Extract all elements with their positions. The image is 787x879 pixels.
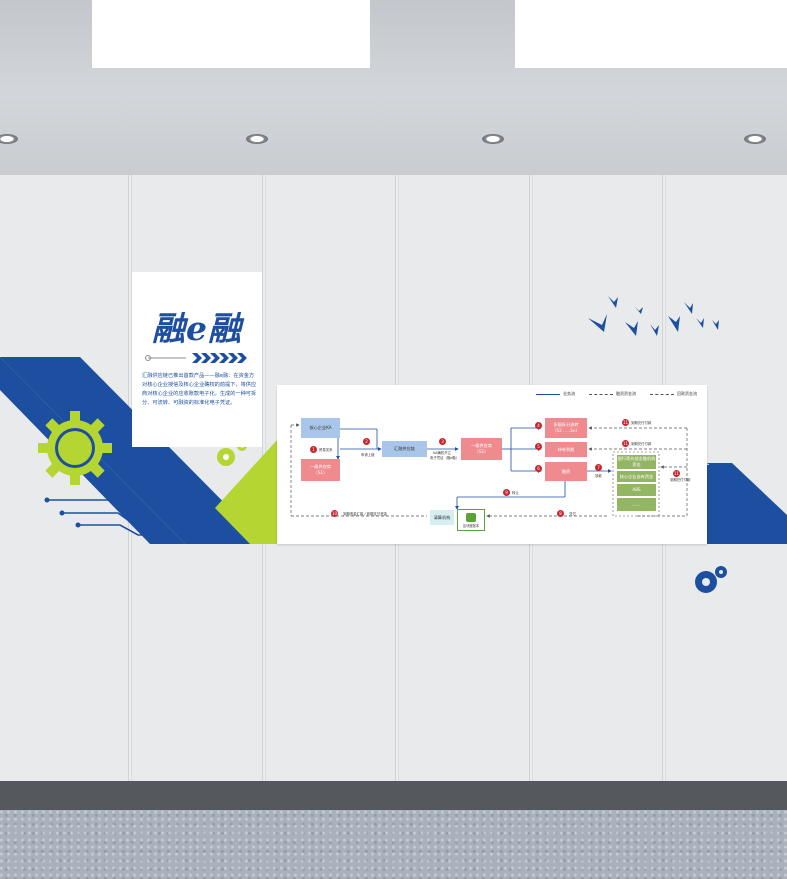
box-label: 银行等外部金融机构资金: [617, 456, 656, 467]
lime-triangle: [215, 440, 277, 544]
box-sublabel: （S1）: [313, 470, 328, 475]
gear-icon: [695, 571, 717, 593]
box-label: ABS: [632, 487, 641, 492]
abs-box: ABS: [617, 484, 656, 496]
note-trade: 贸易关系: [319, 448, 333, 452]
legend-label: 业务流: [563, 391, 575, 396]
legend-line: [589, 393, 613, 395]
box-label: 融资: [561, 468, 571, 474]
box-label: 清算机构: [433, 514, 451, 520]
floor: [0, 810, 787, 879]
finance-box: 融资: [545, 462, 587, 481]
box-label: 一级供应商: [471, 443, 492, 448]
box-label: ……: [632, 501, 641, 507]
circuit-lines: [47, 499, 160, 536]
step-badge: 1: [310, 446, 317, 453]
flow-arrows: [290, 423, 688, 518]
box-label: 汇融供应链: [394, 446, 415, 451]
note-repay: 兑付: [569, 512, 576, 516]
tier1-supplier-right-box: 一级供应商 （S1）: [461, 438, 502, 460]
more-funds-box: ……: [617, 498, 656, 511]
platform-box: 汇融供应链: [382, 441, 427, 457]
gear-icon: [217, 448, 235, 466]
step-badge: 3: [439, 438, 446, 445]
box-sublabel: （S1）: [474, 449, 489, 454]
ceiling-light: [482, 134, 504, 144]
gear-icon: [715, 566, 727, 578]
box-label: 一级供应商: [310, 464, 331, 469]
legend-line: [536, 393, 560, 395]
chevron-row-icon: [145, 353, 247, 363]
ceiling-light: [0, 134, 18, 144]
legend-line: [650, 393, 674, 395]
multi-tier-box: 多级拆分流转 （S2……Sn）: [545, 418, 587, 438]
baseboard: [0, 781, 787, 810]
step-badge: 11: [622, 419, 629, 426]
box-label: 多级拆分流转: [553, 422, 579, 427]
legend-label: 回款资金流: [677, 391, 697, 396]
ledger-box: 区块链账本: [457, 509, 485, 531]
note-maturity: 到期资金汇款 / 到期支付资金: [343, 512, 387, 516]
note-issue: KA确权开立: [433, 451, 452, 455]
step-badge: 4: [535, 422, 542, 429]
title-panel: 融e融 汇融供应链已推出首款产品——融e融：在资金方对核心企业授信及核心企业确权…: [132, 272, 262, 447]
blue-ribbon-left: [0, 357, 265, 544]
note-pay-2: 到期兑付付款: [631, 442, 652, 446]
blue-ribbon-right-top: [707, 463, 787, 532]
database-icon: [466, 512, 476, 522]
note-transfer: 转让: [512, 491, 519, 495]
box-label: 核心企业KA: [309, 425, 332, 430]
legend-item: 回款资金流: [650, 391, 697, 397]
box-label: 区块链账本: [463, 523, 479, 528]
bird-icon: [588, 296, 719, 336]
intro-text: 汇融供应链已推出首款产品——融e融：在资金方对核心企业授信及核心企业确权的前提下…: [142, 373, 257, 406]
core-funds-box: 核心企业自有资金: [617, 471, 656, 482]
box-label: 持有到期: [557, 446, 575, 452]
gear-icon: [38, 411, 112, 485]
step-badge: 11: [673, 470, 680, 477]
note-loan: 放款: [595, 474, 602, 478]
legend: 业务流 融资资金流 回款资金流: [536, 391, 697, 397]
note-pay-1: 到期兑付付款: [631, 421, 652, 425]
legend-label: 融资资金流: [616, 391, 636, 396]
skylight-left: [92, 0, 370, 68]
step-badge: 2: [363, 438, 370, 445]
step-badge: 7: [595, 464, 602, 471]
step-badge: 6: [535, 465, 542, 472]
step-badge: 8: [557, 510, 564, 517]
step-badge: 11: [622, 440, 629, 447]
core-enterprise-box: 核心企业KA: [301, 418, 340, 438]
legend-item: 融资资金流: [589, 391, 636, 397]
note-pay-3: 到期兑付付款: [670, 478, 691, 482]
brand-title: 融e融: [152, 309, 242, 348]
flowchart-board: 业务流 融资资金流 回款资金流 核心企业KA 一级供应商 （S1） 汇融供应链 …: [277, 385, 707, 544]
step-badge: 5: [535, 443, 542, 450]
ceiling-light: [744, 134, 766, 144]
step-badge: 10: [331, 510, 338, 517]
note-apply: 申请上链: [361, 453, 375, 457]
step-badge: 9: [503, 489, 510, 496]
bank-funds-box: 银行等外部金融机构资金: [617, 455, 656, 469]
legend-item: 业务流: [536, 391, 575, 397]
tier1-supplier-left-box: 一级供应商 （S1）: [301, 459, 340, 481]
skylight-right: [515, 0, 787, 68]
box-sublabel: （S2……Sn）: [552, 428, 580, 433]
box-label: 核心企业自有资金: [619, 473, 654, 479]
settlement-box: 清算机构: [430, 510, 454, 525]
blue-ribbon-right: [707, 465, 787, 544]
note-issue-2: 电子凭证（融e融）: [430, 456, 460, 460]
hold-to-maturity-box: 持有到期: [545, 442, 587, 457]
ceiling-light: [246, 134, 268, 144]
